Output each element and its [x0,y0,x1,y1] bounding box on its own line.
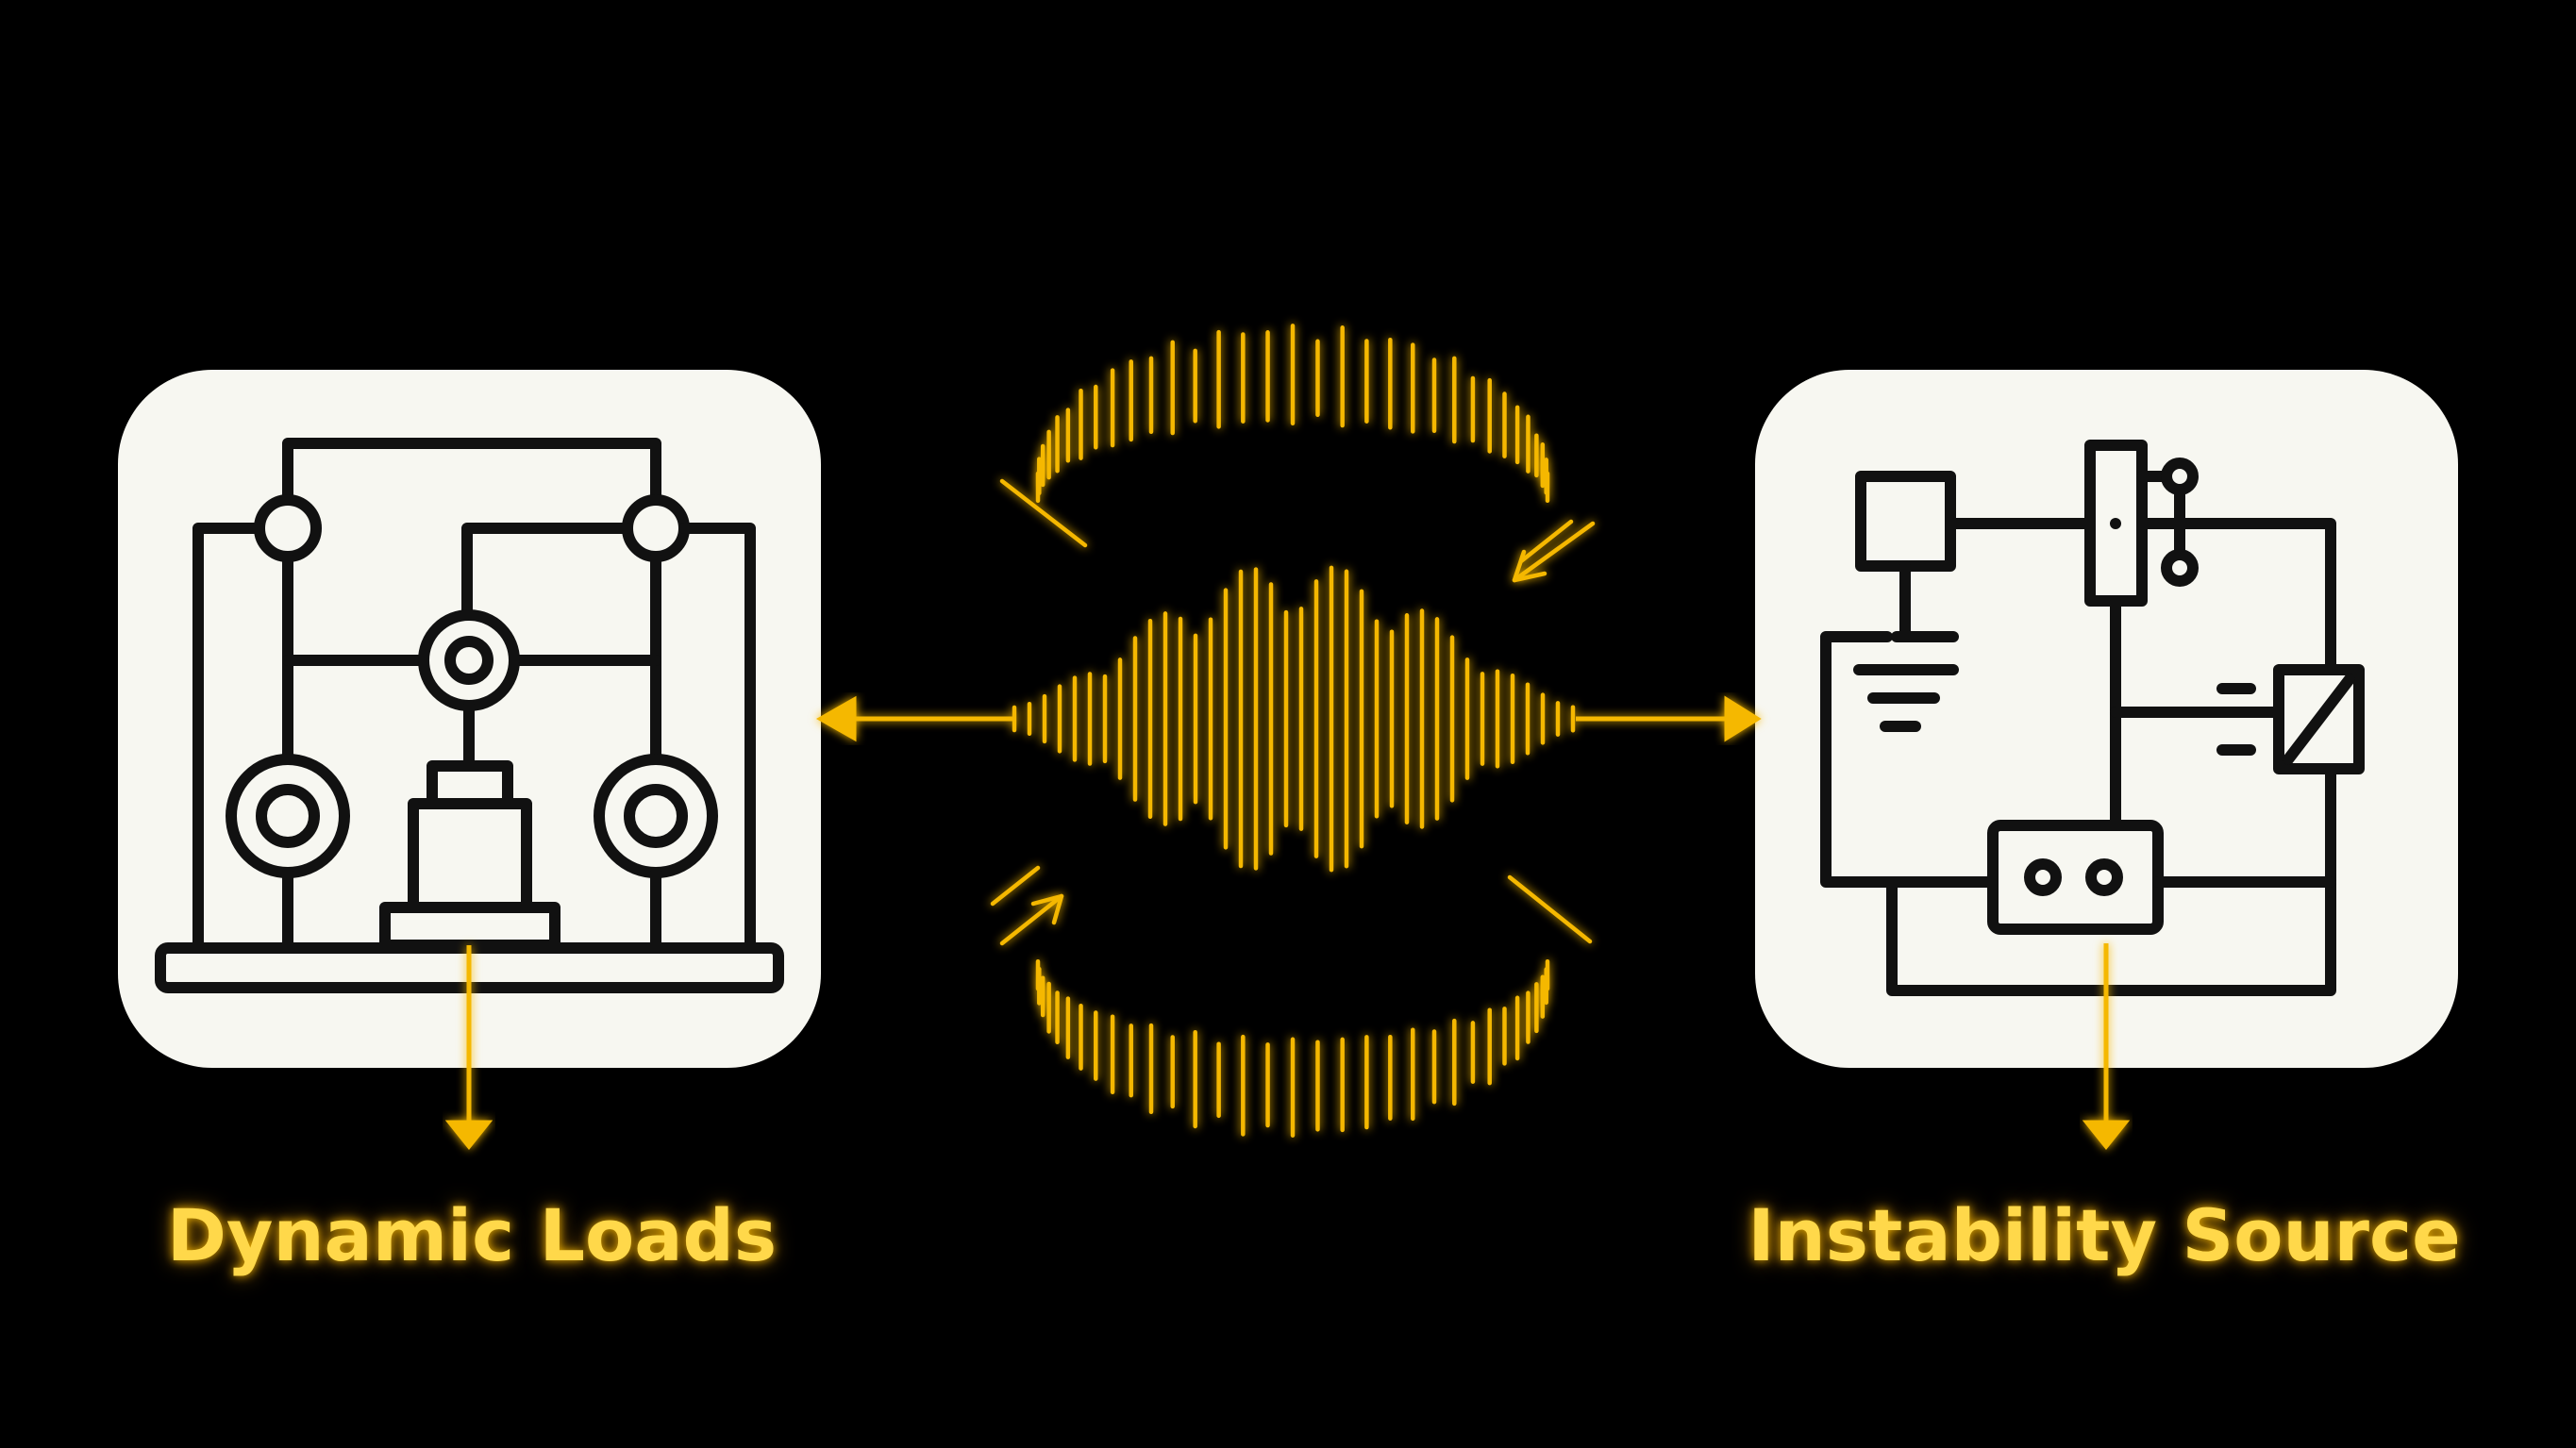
dynamic-loads-label: Dynamic Loads [166,1193,778,1277]
top-arc-waveform [1035,324,1550,504]
left-down-arrow [444,945,493,1151]
left-arrow [815,695,1014,742]
electrical-circuit-icon [1820,440,2365,996]
cycle-arrows [990,478,1596,946]
right-down-arrow [2082,943,2131,1151]
instability-source-label: Instability Source [1748,1193,2461,1277]
mechanical-load-system-icon [155,438,784,993]
bottom-arc-waveform [1035,958,1550,1138]
right-card [1755,370,2458,1068]
left-card [118,370,821,1068]
oscillation-waveform-icon [1012,565,1576,873]
right-arrow [1576,695,1762,742]
